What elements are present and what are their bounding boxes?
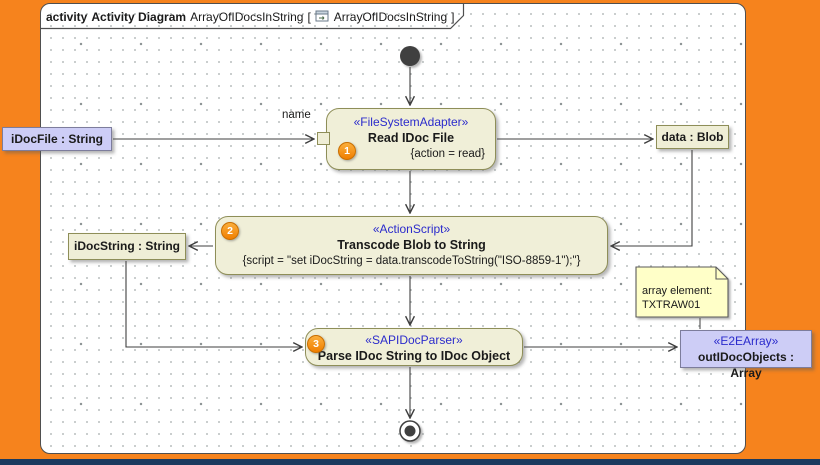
frame-context-name: ArrayOfIDocsInString xyxy=(333,10,448,24)
action-name: Parse IDoc String to IDoc Object xyxy=(317,349,511,363)
action-name: Transcode Blob to String xyxy=(337,238,486,252)
note-array-element[interactable]: array element: TXTRAW01 xyxy=(642,284,726,312)
frame-diagram-name: ArrayOfIDocsInString xyxy=(190,10,304,24)
step-badge-2: 2 xyxy=(221,222,239,240)
action-transcode-blob-to-string[interactable]: «ActionScript» Transcode Blob to String … xyxy=(215,216,608,275)
object-name: outIDocObjects : Array xyxy=(697,350,794,380)
action-stereotype: «SAPIDocParser» xyxy=(365,333,463,347)
frame-diagram-kind: Activity Diagram xyxy=(91,10,187,24)
note-line-1: array element: xyxy=(642,285,713,297)
action-read-idoc-file[interactable]: «FileSystemAdapter» Read IDoc File {acti… xyxy=(326,108,496,170)
activity-diagram-icon xyxy=(315,9,330,26)
object-stereotype: «E2EArray» xyxy=(713,334,779,348)
step-badge-1: 1 xyxy=(338,142,356,160)
action-stereotype: «ActionScript» xyxy=(372,222,451,236)
object-node-data-blob[interactable]: data : Blob xyxy=(656,125,729,149)
window-bottom-bar xyxy=(0,459,820,465)
frame-heading: activity Activity Diagram ArrayOfIDocsIn… xyxy=(46,6,456,28)
step-badge-3: 3 xyxy=(307,335,325,353)
frame-keyword: activity xyxy=(46,10,88,24)
frame-bracket-open: [ xyxy=(307,10,311,24)
frame-bracket-close: ] xyxy=(451,10,455,24)
object-node-idocfile[interactable]: iDocFile : String xyxy=(2,127,112,151)
input-pin-name[interactable] xyxy=(317,132,330,145)
object-node-outidocobjects[interactable]: «E2EArray» outIDocObjects : Array xyxy=(680,330,812,380)
action-constraint: {script = "set iDocString = data.transco… xyxy=(242,255,581,267)
flow-label-name: name xyxy=(282,109,311,121)
action-name: Read IDoc File xyxy=(367,131,455,145)
action-constraint: {action = read} xyxy=(410,148,486,160)
action-parse-idoc-string[interactable]: «SAPIDocParser» Parse IDoc String to IDo… xyxy=(305,328,523,366)
object-node-idocstring[interactable]: iDocString : String xyxy=(68,233,186,260)
action-stereotype: «FileSystemAdapter» xyxy=(353,115,469,129)
note-line-2: TXTRAW01 xyxy=(642,299,701,311)
